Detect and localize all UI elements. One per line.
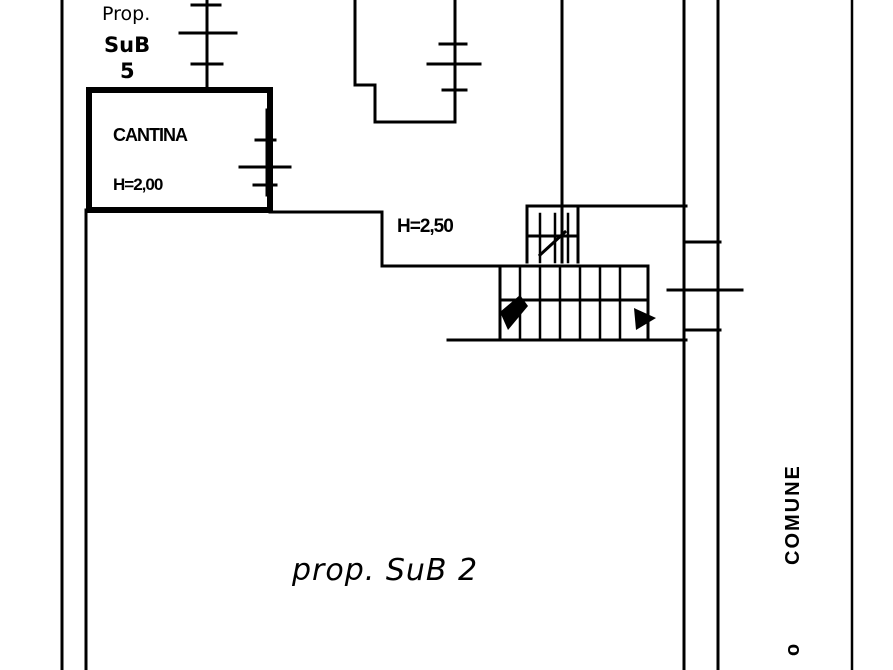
upper-partition (353, 0, 564, 264)
prop-sub-5-label-line3: 5 (120, 59, 135, 83)
common-area-label: COMUNE (782, 464, 804, 565)
cantina-label: CANTINA (113, 125, 188, 145)
prop-sub-5-wall (178, 0, 238, 90)
stair-arrow-head-icon (634, 308, 656, 330)
stair-arrow-icon (500, 295, 528, 330)
common-area-cut-label: o (782, 644, 804, 656)
cantina-height-label: H=2,00 (113, 175, 163, 194)
stair-height-label: H=2,50 (397, 216, 453, 237)
outer-walls (60, 0, 854, 670)
main-room-label: prop. SuB 2 (291, 553, 478, 588)
right-window (666, 240, 744, 332)
cantina-window (238, 108, 292, 197)
prop-sub-5-label-line1: Prop. (102, 3, 150, 25)
prop-sub-5-label-line2: SuB (104, 33, 150, 57)
staircase (498, 212, 656, 342)
step-wall (268, 204, 688, 342)
cantina-room (86, 87, 273, 213)
